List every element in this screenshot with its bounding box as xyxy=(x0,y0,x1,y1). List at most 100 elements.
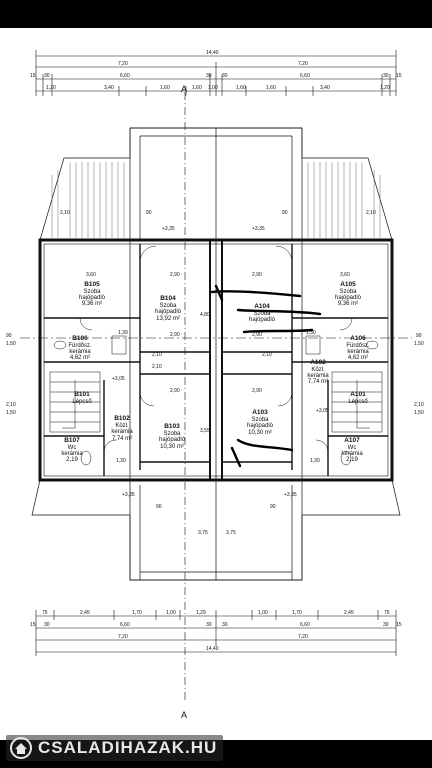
sanitary-fixtures xyxy=(53,335,379,466)
svg-text:1,60: 1,60 xyxy=(236,85,246,91)
svg-text:2,10: 2,10 xyxy=(6,402,16,408)
svg-text:1,50: 1,50 xyxy=(6,410,16,416)
svg-text:2,90: 2,90 xyxy=(170,332,180,338)
dimension-row-3-bottom: 75 2,45 1,70 1,00 1,29 1,00 1,70 2,45 75 xyxy=(42,610,390,616)
svg-text:+3,05: +3,05 xyxy=(316,408,329,414)
svg-text:2,45: 2,45 xyxy=(344,610,354,616)
svg-text:90: 90 xyxy=(6,333,12,339)
svg-text:B107: B107 xyxy=(64,437,80,444)
svg-text:2,10: 2,10 xyxy=(366,210,376,216)
svg-text:3,75: 3,75 xyxy=(226,530,236,536)
svg-text:2,10: 2,10 xyxy=(60,210,70,216)
svg-text:Lépcső: Lépcső xyxy=(348,399,368,405)
svg-text:2,10: 2,10 xyxy=(262,352,272,358)
room-b105: B105 Szoba hajópadló 9,36 m² xyxy=(79,281,106,307)
svg-text:3,40: 3,40 xyxy=(104,85,114,91)
svg-text:2,90: 2,90 xyxy=(170,388,180,394)
svg-text:B101: B101 xyxy=(74,391,90,398)
svg-text:15: 15 xyxy=(396,73,402,79)
room-a104: A104 Szoba hajópadló xyxy=(249,303,276,323)
house-logo-icon xyxy=(10,737,32,759)
svg-text:kerámia: kerámia xyxy=(307,373,329,379)
svg-text:hajópadló: hajópadló xyxy=(249,317,276,323)
svg-text:A105: A105 xyxy=(340,281,356,288)
svg-text:+3,35: +3,35 xyxy=(162,226,175,232)
level-marks: +3,35 +3,35 +3,35 +3,35 +3,05 +3,05 xyxy=(112,226,329,498)
svg-text:3,75: 3,75 xyxy=(198,530,208,536)
svg-text:2,90: 2,90 xyxy=(252,272,262,278)
svg-text:30: 30 xyxy=(222,622,228,628)
svg-text:B103: B103 xyxy=(164,423,180,430)
overall-width-top: 14,40 xyxy=(206,50,219,56)
svg-text:hajópadló: hajópadló xyxy=(247,423,274,429)
svg-text:kerámia: kerámia xyxy=(111,429,133,435)
svg-text:30: 30 xyxy=(206,73,212,79)
room-a102: A102 Közl. kerámia 7,74 m² xyxy=(307,359,329,385)
svg-text:Szoba: Szoba xyxy=(163,431,181,437)
half-width-bottom-left: 7,20 xyxy=(118,634,128,640)
svg-text:30: 30 xyxy=(206,622,212,628)
svg-text:3,60: 3,60 xyxy=(86,272,96,278)
svg-text:kerámia: kerámia xyxy=(69,349,91,355)
svg-text:2,10: 2,10 xyxy=(152,352,162,358)
svg-text:1,30: 1,30 xyxy=(116,458,126,464)
svg-text:6,60: 6,60 xyxy=(120,622,130,628)
bottom-dimension-lines xyxy=(35,610,397,656)
svg-text:7,74 m²: 7,74 m² xyxy=(112,436,132,442)
svg-text:4,62 m²: 4,62 m² xyxy=(70,355,90,361)
svg-text:1,60: 1,60 xyxy=(192,85,202,91)
svg-text:Szoba: Szoba xyxy=(339,289,357,295)
svg-text:+3,35: +3,35 xyxy=(284,492,297,498)
svg-text:1,20: 1,20 xyxy=(46,85,56,91)
room-a103: A103 Szoba hajópadló 10,30 m² xyxy=(247,409,274,436)
svg-text:1,70: 1,70 xyxy=(132,610,142,616)
svg-text:6,60: 6,60 xyxy=(300,622,310,628)
room-b106: B106 Fürdősz. kerámia 4,62 m² xyxy=(68,335,92,361)
svg-text:A107: A107 xyxy=(344,437,360,444)
svg-text:Lépcső: Lépcső xyxy=(72,399,92,405)
watermark-text: CSALADIHAZAK.HU xyxy=(38,738,218,757)
svg-text:90: 90 xyxy=(416,333,422,339)
svg-text:15: 15 xyxy=(30,73,36,79)
svg-text:75: 75 xyxy=(42,610,48,616)
svg-text:1,50: 1,50 xyxy=(6,341,16,347)
svg-text:10,30 m²: 10,30 m² xyxy=(248,430,272,436)
room-b104: B104 Szoba hajópadló 13,92 m² xyxy=(155,295,182,322)
svg-text:B104: B104 xyxy=(160,295,176,302)
room-a106: A106 Fürdősz. kerámia 4,62 m² xyxy=(346,335,370,361)
svg-text:30: 30 xyxy=(383,73,389,79)
door-swings xyxy=(79,245,353,453)
svg-text:6,60: 6,60 xyxy=(300,73,310,79)
svg-text:Fürdősz.: Fürdősz. xyxy=(68,343,92,349)
svg-text:2,10: 2,10 xyxy=(152,364,162,370)
svg-text:1,50: 1,50 xyxy=(414,341,424,347)
svg-text:1,00: 1,00 xyxy=(166,610,176,616)
svg-text:Szoba: Szoba xyxy=(253,311,271,317)
room-b103: B103 Szoba hajópadló 10,30 m² xyxy=(159,423,186,450)
svg-text:A106: A106 xyxy=(350,335,366,342)
svg-text:4,80: 4,80 xyxy=(200,312,210,318)
svg-text:+3,35: +3,35 xyxy=(252,226,265,232)
dimension-row-2-bottom: 15 30 6,60 30 30 6,60 30 15 xyxy=(30,622,402,628)
svg-text:1,60: 1,60 xyxy=(266,85,276,91)
svg-text:kerámia: kerámia xyxy=(341,451,363,457)
svg-text:15: 15 xyxy=(30,622,36,628)
svg-text:Fürdősz.: Fürdősz. xyxy=(346,343,370,349)
svg-text:3,55: 3,55 xyxy=(200,428,210,434)
svg-text:6,60: 6,60 xyxy=(120,73,130,79)
svg-text:10,30 m²: 10,30 m² xyxy=(160,444,184,450)
half-width-top-left: 7,20 xyxy=(118,61,128,67)
svg-text:90: 90 xyxy=(156,504,162,510)
svg-text:1,60: 1,60 xyxy=(160,85,170,91)
svg-text:Közl.: Közl. xyxy=(115,423,129,429)
svg-text:1,30: 1,30 xyxy=(310,458,320,464)
svg-text:15: 15 xyxy=(396,622,402,628)
exterior-walls xyxy=(38,238,394,482)
svg-text:Közl.: Közl. xyxy=(311,367,325,373)
interior-dimensions: 3,60 2,90 2,90 3,60 2,10 2,10 2,90 2,90 … xyxy=(60,210,376,536)
roof-hatching xyxy=(51,162,381,238)
svg-text:1,00: 1,00 xyxy=(258,610,268,616)
half-width-bottom-right: 7,20 xyxy=(298,634,308,640)
svg-text:1,20: 1,20 xyxy=(380,85,390,91)
